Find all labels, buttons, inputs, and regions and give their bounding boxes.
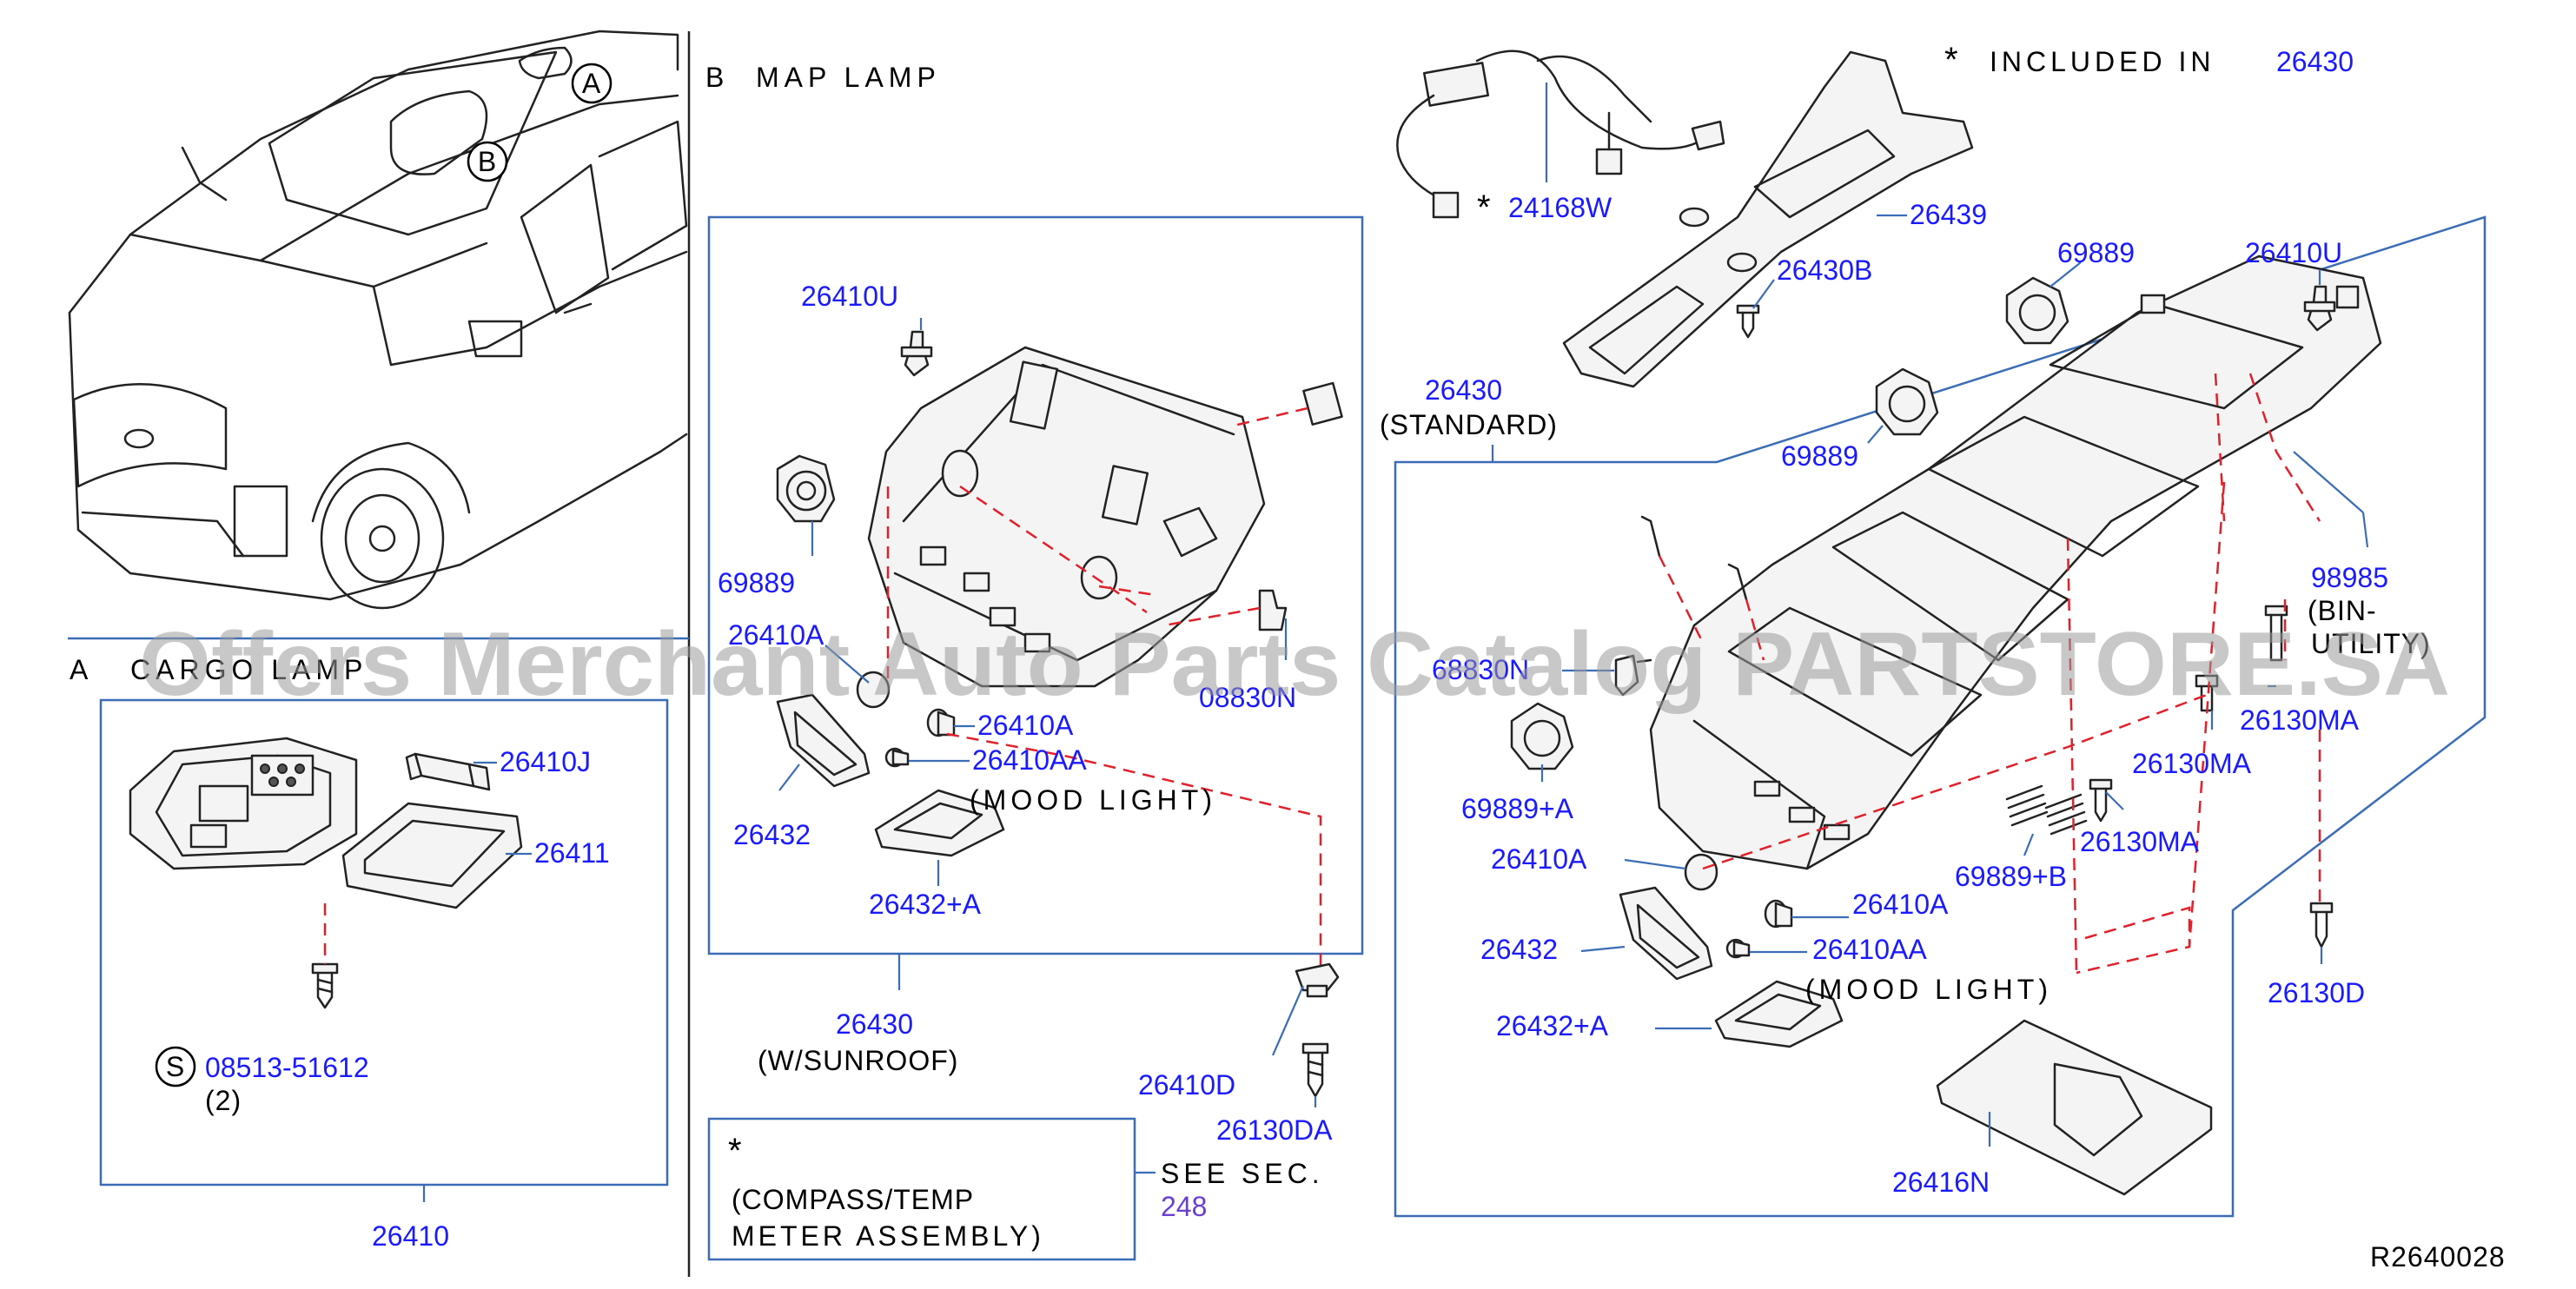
label-68830n: 68830N (1432, 654, 1529, 685)
cargo-bulb-drawing (405, 752, 491, 791)
callout-a: A (582, 68, 601, 99)
map-knob-drawing (776, 454, 836, 523)
reference-code: R2640028 (2370, 1241, 2506, 1272)
label-standard: (STANDARD) (1380, 409, 1558, 440)
section-b-letter: B (705, 62, 725, 93)
screw-da-drawing (1301, 1042, 1329, 1098)
label-26410j: 26410J (500, 746, 591, 777)
standard-connector-drawing (1614, 654, 1652, 697)
map-dash-lines (886, 407, 1322, 973)
compass-note-line1: (COMPASS/TEMP (732, 1184, 974, 1215)
label-26130d: 26130D (2268, 977, 2365, 1008)
standard-springs-drawing (2005, 784, 2088, 836)
label-08830n: 08830N (1199, 682, 1296, 713)
compass-note-box (707, 1117, 1136, 1261)
label-24168w: 24168W (1508, 192, 1612, 223)
section-a-title: CARGO LAMP (130, 654, 368, 685)
see-sec-label: SEE SEC. (1161, 1158, 1324, 1189)
nut-drawing (1295, 962, 1340, 998)
map-connector-drawing (1258, 381, 1343, 631)
label-98985: 98985 (2311, 562, 2388, 593)
label-26430-sunroof: 26430 (836, 1008, 913, 1040)
label-cargo-qty: (2) (205, 1085, 242, 1116)
included-in-star: * (1944, 41, 1959, 79)
label-bin-note-2: UTILITY) (2311, 628, 2431, 659)
standard-bulb-drawing (1684, 853, 1793, 959)
label-bin-note-1: (BIN- (2308, 595, 2377, 626)
standard-clip-drawing (2303, 285, 2336, 332)
callout-b-circle (467, 141, 508, 182)
watermark: Offers Merchant Auto Parts Catalog PARTS… (139, 614, 2450, 715)
standard-pad-drawing (1936, 1019, 2213, 1196)
label-26410aa: 26410AA (972, 744, 1087, 776)
standard-knob-drawings (1510, 276, 2069, 770)
standard-dash-lines (1658, 373, 2321, 975)
screw-b-drawing (1736, 304, 1760, 339)
standard-screws-drawing (1640, 515, 2334, 949)
cargo-screw-drawing (311, 962, 339, 1009)
cargo-lens-drawing (341, 802, 523, 909)
included-in-label: INCLUDED IN (1990, 46, 2215, 77)
label-69889: 69889 (718, 567, 795, 598)
standard-lens-drawing (1619, 886, 1844, 1048)
callout-s: S (166, 1051, 185, 1082)
label-26410a-bulb: 26410A (977, 710, 1074, 741)
map-lamp-box (707, 215, 1364, 955)
label-26410aa-std: 26410AA (1812, 934, 1927, 965)
label-26410a-socket: 26410A (728, 619, 824, 651)
map-lens-drawing (776, 693, 1005, 857)
bezel-drawing (1562, 50, 1974, 388)
included-in-part: 26430 (2276, 46, 2354, 77)
compass-note-line2: METER ASSEMBLY) (732, 1220, 1044, 1252)
label-26410: 26410 (372, 1220, 449, 1252)
section-a-letter: A (70, 654, 89, 685)
label-26410d: 26410D (1138, 1069, 1235, 1101)
vehicle-overview-drawing (68, 30, 688, 610)
label-mood-light-std: (MOOD LIGHT) (1805, 974, 2052, 1005)
callout-s-circle (155, 1046, 196, 1087)
label-26410u-std: 26410U (2245, 237, 2342, 268)
callout-a-circle (571, 63, 613, 104)
cargo-lamp-box (99, 698, 669, 1187)
label-26130ma-1: 26130MA (2240, 704, 2360, 736)
label-26416n: 26416N (1892, 1167, 1990, 1198)
callout-b: B (478, 146, 497, 177)
section-b-title: MAP LAMP (756, 62, 941, 93)
label-26432: 26432 (733, 819, 811, 850)
label-26432-std: 26432 (1480, 934, 1558, 965)
label-69889-std-2: 69889 (1781, 440, 1858, 472)
map-clip-drawing (900, 330, 933, 377)
map-bulb-drawing (856, 671, 956, 768)
compass-note-star: * (728, 1132, 743, 1170)
label-mood-light: (MOOD LIGHT) (970, 784, 1216, 816)
label-26130da: 26130DA (1216, 1114, 1333, 1146)
label-26430b: 26430B (1777, 254, 1872, 286)
label-69889-std-1: 69889 (2057, 237, 2135, 268)
harness-star: * (1477, 188, 1492, 227)
label-26411: 26411 (534, 837, 610, 869)
label-26410a-std-bulb: 26410A (1852, 889, 1949, 920)
standard-lamp-housing-drawing (1649, 254, 2382, 870)
label-26432-a: 26432+A (869, 889, 982, 920)
cargo-lamp-housing-drawing (129, 737, 358, 870)
harness-drawing (1396, 50, 1725, 219)
label-26130ma-3: 26130MA (2080, 826, 2200, 857)
label-08513-51612: 08513-51612 (205, 1052, 369, 1083)
label-26432-a-std: 26432+A (1496, 1010, 1609, 1041)
label-26410u: 26410U (801, 281, 898, 312)
label-26410a-std-socket: 26410A (1491, 843, 1587, 875)
label-26130ma-2: 26130MA (2132, 748, 2252, 779)
label-69889-a: 69889+A (1461, 793, 1574, 824)
see-sec-number: 248 (1161, 1191, 1207, 1222)
standard-bin-screw-drawing (2264, 605, 2288, 662)
label-w-sunroof: (W/SUNROOF) (758, 1045, 958, 1076)
label-26439: 26439 (1910, 199, 1987, 230)
label-26430-standard: 26430 (1425, 374, 1502, 406)
label-69889-b: 69889+B (1955, 861, 2067, 892)
standard-lamp-outline (1394, 215, 2487, 1218)
map-lamp-housing-drawing (867, 346, 1266, 688)
